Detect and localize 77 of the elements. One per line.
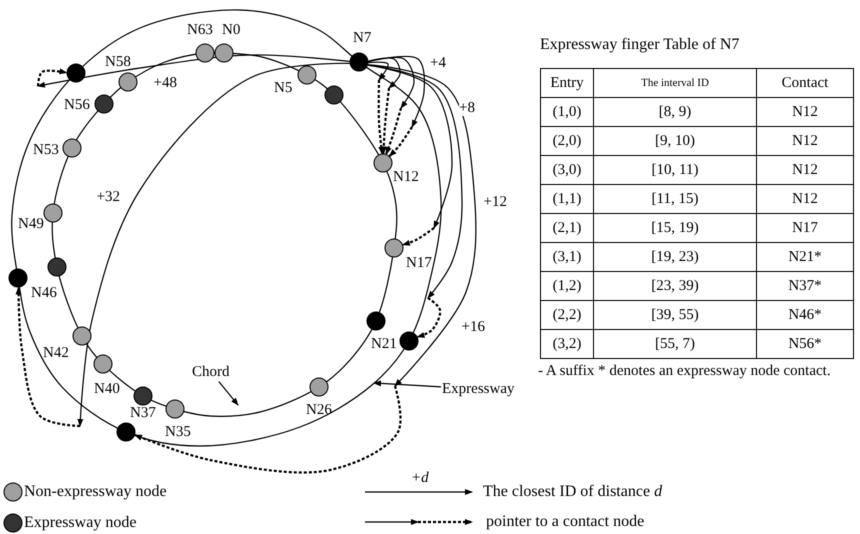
edge-label: +8 [459,100,475,116]
pointer-arrow [388,126,413,157]
table-cell: [39, 55) [594,300,756,330]
table-cell: (2,0) [540,126,594,156]
node-label: N0 [222,22,240,38]
pointer-arrow [385,108,402,155]
pointer-arrow [134,386,402,474]
table-cell: N12 [756,126,854,156]
table-cell: (3,2) [540,330,594,358]
table-cell: (1,1) [540,184,594,214]
node-label: N35 [165,424,191,440]
pointer-arrow [36,68,68,86]
legend-label: The closest ID of distance d [483,483,662,501]
leader-line [373,380,442,388]
table-cell: N37* [756,272,854,300]
table-cell: N12 [756,184,854,214]
table-note: - A suffix * denotes an expressway node contact. [538,362,832,381]
table-cell: [15, 19) [594,214,756,242]
legend-label: Expressway node [24,514,136,532]
legend-label: Non-expressway node [24,483,167,501]
node-label: N56 [64,96,90,113]
table-cell: [55, 7) [594,330,756,358]
node-label: N17 [406,254,432,271]
table-cell: [11, 15) [594,184,756,214]
legend-label: pointer to a contact node [486,513,644,531]
node-label: N42 [43,344,69,361]
table-cell: N56* [756,330,854,358]
table-cell: (1,0) [540,98,594,126]
table-header-cell: Contact [756,68,854,98]
node-label: N53 [33,142,59,158]
table-cell: [19, 23) [594,242,756,272]
table-cell: (2,2) [540,300,594,330]
finger-arrow [368,56,415,109]
table-header-cell: The interval ID [594,68,756,98]
pointer-arrow [416,297,442,338]
finger-arrow [368,56,426,128]
table-cell: [9, 10) [594,126,756,156]
node-label: N63 [187,22,213,38]
pointer-arrow [380,88,390,154]
finger-arrow [368,64,476,387]
node-label: N7 [353,30,372,46]
pointer-arrow [16,286,80,428]
table-cell: N12 [756,98,854,126]
table-cell: (3,1) [540,242,594,272]
table-cell: [23, 39) [594,272,756,300]
table-cell: [10, 11) [594,156,756,184]
node-label: N12 [393,168,419,185]
node-label: N40 [94,380,120,397]
node-label: N21 [371,336,397,352]
callout-label: Chord [192,364,230,380]
node-label: N46 [31,284,57,301]
finger-arrow [368,62,389,81]
node-label: N26 [306,402,332,418]
finger-arrow [37,54,350,88]
table-cell: (2,1) [540,214,594,242]
node-label: N58 [105,54,131,70]
pointer-arrow [378,80,384,155]
table-cell: N21* [756,242,854,272]
node-label: N49 [18,216,44,232]
node-label: N37 [130,404,156,421]
sample-caption: +d [411,470,429,486]
finger-arrow [368,57,401,89]
pointer-arrow [402,227,435,246]
leader-line [218,381,239,406]
table-cell: (1,2) [540,272,594,300]
finger-arrow [77,62,350,427]
node-label: N5 [274,80,292,96]
finger-arrow [368,64,453,229]
finger-arrow [368,64,463,299]
table-cell: N46* [756,300,854,330]
table-cell: N17 [756,214,854,242]
table-cell: N12 [756,156,854,184]
callout-label: Expressway [442,380,514,397]
table-cell: [8, 9) [594,98,756,126]
table-title: Expressway finger Table of N7 [540,36,740,54]
table-header-cell: Entry [540,68,594,98]
table-cell: (3,0) [540,156,594,184]
